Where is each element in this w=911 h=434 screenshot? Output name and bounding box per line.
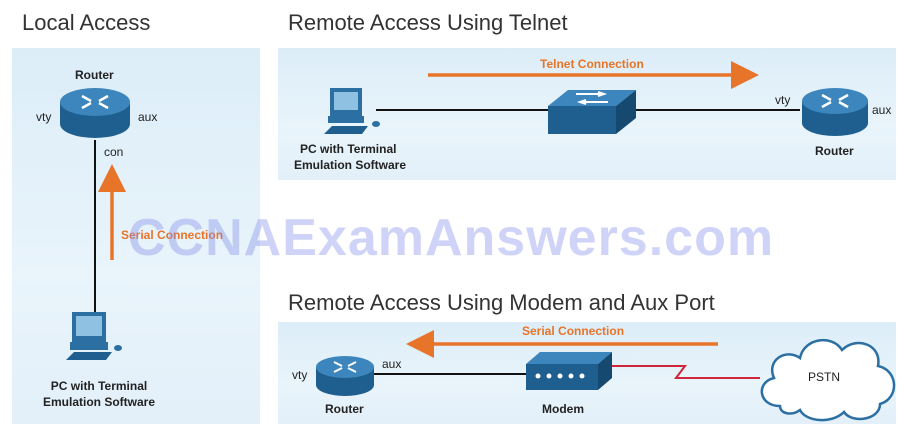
pstn-cloud-icon: [760, 338, 896, 422]
local-serial-label: Serial Connection: [121, 228, 224, 242]
modem-router-icon: [316, 356, 374, 396]
modem-port-vty: vty: [292, 368, 308, 382]
modem-icon: [526, 352, 612, 390]
local-access-panel: [12, 48, 260, 424]
telnet-port-vty: vty: [775, 93, 791, 107]
local-access-title: Local Access: [22, 10, 151, 35]
local-port-vty: vty: [36, 110, 52, 124]
modem-router-label: Router: [325, 402, 364, 416]
telnet-pc-icon: [324, 88, 380, 134]
modem-pstn-link: [610, 365, 760, 379]
telnet-pc-label-line1: PC with Terminal: [300, 142, 397, 156]
modem-access-title: Remote Access Using Modem and Aux Port: [288, 290, 715, 315]
local-pc-label-line1: PC with Terminal: [50, 379, 148, 393]
pstn-label: PSTN: [808, 370, 841, 384]
local-pc-label-line2: Emulation Software: [42, 395, 155, 409]
telnet-pc-label-line2: Emulation Software: [294, 158, 407, 172]
local-router-label: Router: [75, 68, 114, 82]
modem-label: Modem: [542, 402, 584, 416]
local-pc-icon: [66, 312, 122, 360]
local-router-icon: [60, 88, 130, 138]
telnet-port-aux: aux: [872, 103, 892, 117]
local-port-aux: aux: [138, 110, 158, 124]
telnet-router-label: Router: [815, 144, 854, 158]
watermark-text: CCNAExamAnswers.com: [128, 209, 775, 267]
modem-port-aux: aux: [382, 357, 402, 371]
local-port-con: con: [104, 145, 124, 159]
telnet-connection-label: Telnet Connection: [540, 57, 644, 71]
telnet-switch-icon: [548, 90, 636, 134]
telnet-router-icon: [802, 88, 868, 136]
telnet-access-title: Remote Access Using Telnet: [288, 10, 568, 35]
modem-serial-label: Serial Connection: [522, 324, 625, 338]
